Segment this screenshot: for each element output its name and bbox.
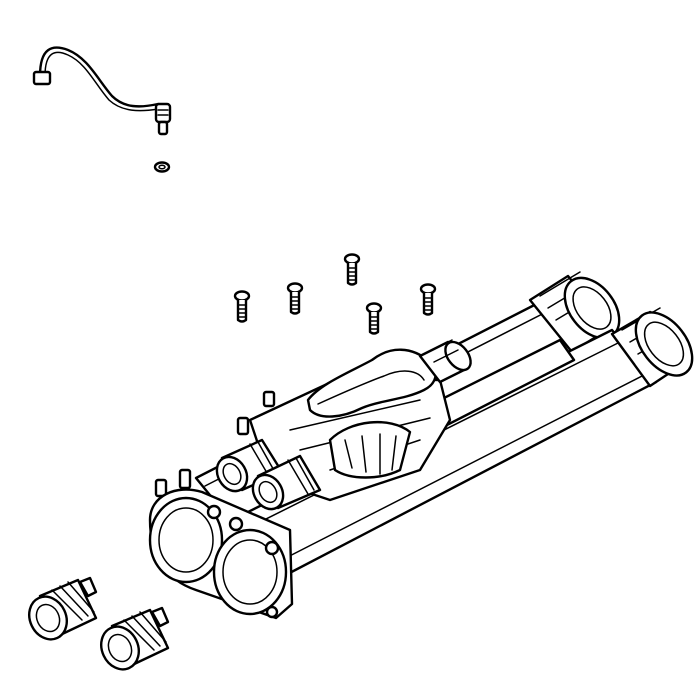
sensor-probe [154, 102, 172, 124]
pipe-adapter [28, 576, 98, 641]
pipe-adapter [100, 606, 170, 671]
front-flange [148, 488, 294, 620]
valve-body-manifold [148, 271, 694, 620]
actuator-right [251, 454, 322, 511]
screw [419, 283, 437, 316]
screw [233, 290, 251, 323]
o-ring [153, 161, 171, 173]
cable-connector [32, 70, 52, 86]
screw [365, 302, 383, 335]
screws [233, 253, 437, 335]
screw [343, 253, 361, 286]
pipe-adapters [28, 576, 170, 671]
side-port [418, 339, 472, 384]
screw [286, 282, 304, 315]
front-pipe [230, 307, 694, 580]
sensor-cable [32, 46, 172, 136]
